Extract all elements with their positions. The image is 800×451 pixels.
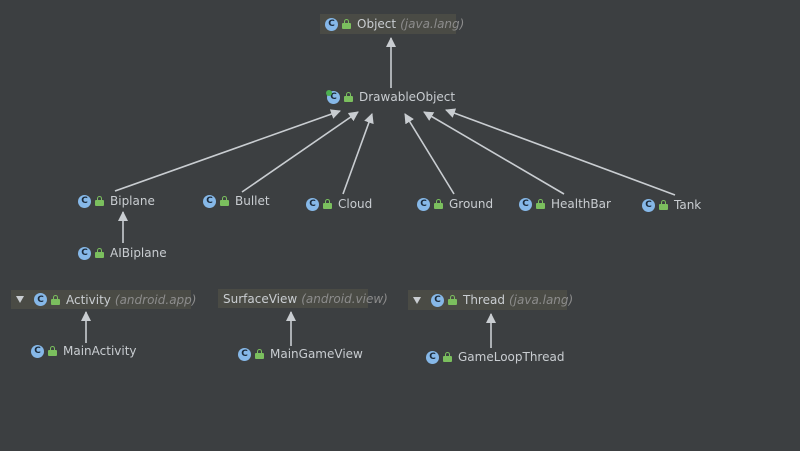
node-drawableobject-name: DrawableObject xyxy=(359,90,456,104)
lock-icon xyxy=(443,352,452,362)
node-biplane[interactable]: C Biplane xyxy=(78,192,155,210)
edge-ground-drawableobject xyxy=(404,113,455,195)
lock-icon xyxy=(51,294,60,305)
lock-icon xyxy=(48,346,57,356)
class-icon: C xyxy=(325,17,338,31)
node-activity[interactable]: C Activity (android.app) xyxy=(11,290,196,309)
node-bullet[interactable]: C Bullet xyxy=(203,192,270,210)
class-icon: C xyxy=(238,347,251,361)
node-biplane-name: Biplane xyxy=(110,194,155,208)
lock-icon xyxy=(536,199,545,209)
edge-bullet-drawableobject xyxy=(241,111,359,193)
node-maingameview[interactable]: C MainGameView xyxy=(238,345,363,363)
node-healthbar[interactable]: C HealthBar xyxy=(519,195,611,213)
class-icon: C xyxy=(78,246,91,260)
node-surfaceview[interactable]: SurfaceView (android.view) xyxy=(218,289,388,308)
lock-icon xyxy=(95,248,104,258)
node-surfaceview-name: SurfaceView xyxy=(223,291,298,306)
node-gamelooptthread[interactable]: C GameLoopThread xyxy=(426,348,564,366)
lock-icon xyxy=(448,295,457,305)
node-object[interactable]: C Object (java.lang) xyxy=(320,14,464,34)
node-aibiplane[interactable]: C AIBiplane xyxy=(78,244,167,262)
class-icon: C xyxy=(519,197,532,211)
class-icon: C xyxy=(78,194,91,208)
lock-icon xyxy=(95,196,104,206)
lock-icon xyxy=(434,199,443,209)
lock-icon xyxy=(323,199,332,209)
class-icon: C xyxy=(203,194,216,208)
edge-cloud-drawableobject xyxy=(342,113,374,195)
abstract-class-icon: C xyxy=(326,89,340,104)
node-tank-name: Tank xyxy=(674,198,702,212)
node-object-name: Object xyxy=(357,17,397,31)
node-thread[interactable]: C Thread (java.lang) xyxy=(408,290,573,310)
node-mainactivity-name: MainActivity xyxy=(63,344,137,358)
node-tank[interactable]: C Tank xyxy=(642,196,701,214)
collapse-triangle-icon[interactable] xyxy=(413,296,421,304)
lock-icon xyxy=(344,92,353,102)
node-ground[interactable]: C Ground xyxy=(417,195,493,213)
node-aibiplane-name: AIBiplane xyxy=(110,246,167,260)
node-drawableobject[interactable]: C DrawableObject xyxy=(326,88,456,106)
node-surfaceview-package: (android.view) xyxy=(301,291,388,306)
class-icon: C xyxy=(417,197,430,211)
node-activity-name: Activity xyxy=(66,292,111,307)
lock-icon xyxy=(342,19,351,29)
node-cloud-name: Cloud xyxy=(338,197,373,211)
node-gamelooptthread-name: GameLoopThread xyxy=(458,350,565,364)
node-maingameview-name: MainGameView xyxy=(270,347,363,361)
node-thread-name: Thread xyxy=(463,293,505,307)
node-cloud[interactable]: C Cloud xyxy=(306,195,372,213)
class-icon: C xyxy=(31,344,44,358)
class-icon: C xyxy=(306,197,319,211)
class-icon: C xyxy=(431,293,444,307)
node-mainactivity[interactable]: C MainActivity xyxy=(31,342,137,360)
class-icon: C xyxy=(426,350,439,364)
collapse-triangle-icon[interactable] xyxy=(16,296,24,303)
node-ground-name: Ground xyxy=(449,197,494,211)
class-icon: C xyxy=(642,198,655,212)
lock-icon xyxy=(255,349,264,359)
edge-biplane-drawableobject xyxy=(114,109,341,192)
lock-icon xyxy=(220,196,229,206)
class-icon: C xyxy=(34,293,47,306)
lock-icon xyxy=(659,200,668,210)
edge-healthbar-drawableobject xyxy=(423,111,565,195)
node-bullet-name: Bullet xyxy=(235,194,270,208)
node-healthbar-name: HealthBar xyxy=(551,197,611,211)
node-thread-package: (java.lang) xyxy=(508,293,574,307)
node-activity-package: (android.app) xyxy=(114,292,197,307)
edge-tank-drawableobject xyxy=(445,108,676,196)
node-object-package: (java.lang) xyxy=(400,17,465,31)
